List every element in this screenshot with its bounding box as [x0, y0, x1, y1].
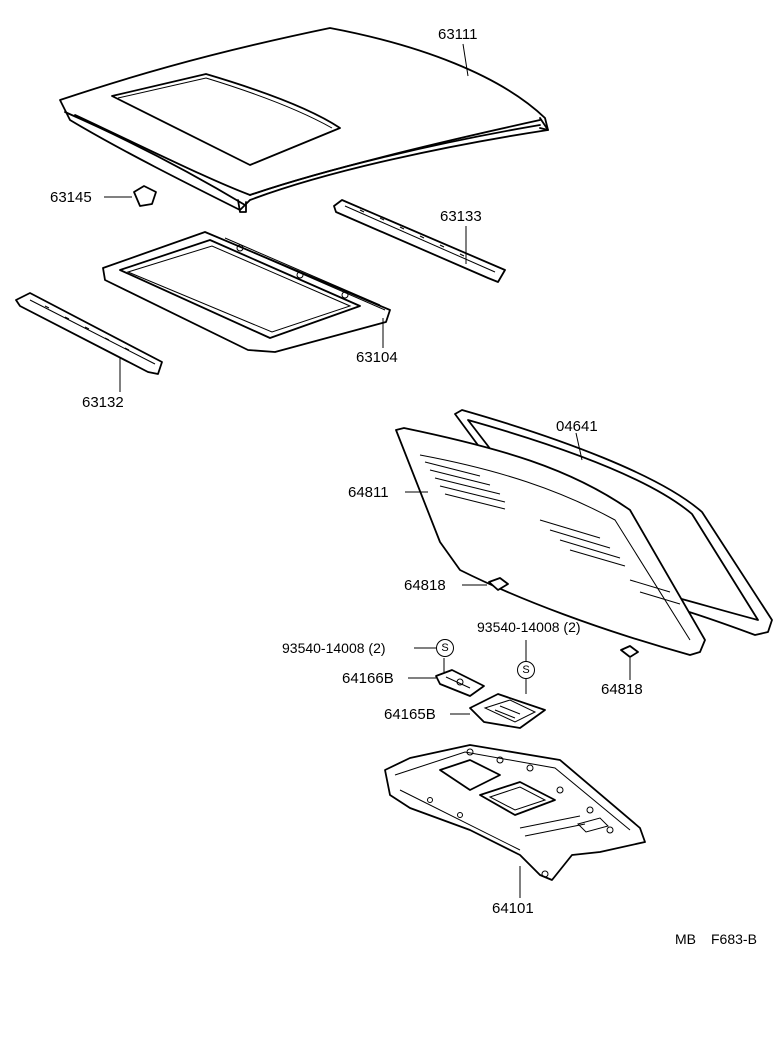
label-spacer-lower: 64818 — [601, 681, 643, 698]
label-bracket-b: 64166B — [342, 670, 394, 687]
label-screw-right: 93540-14008 (2) — [477, 619, 581, 635]
screw-s-icon-left: S — [436, 639, 454, 657]
package-tray-drawing — [384, 744, 646, 881]
label-roof-panel: 63111 — [438, 26, 478, 43]
label-screw-left: 93540-14008 (2) — [282, 640, 386, 656]
roof-rail-front-drawing — [15, 292, 163, 375]
label-roof-rail-front: 63132 — [82, 394, 124, 411]
diagram-code-right: F683-B — [711, 931, 757, 947]
roof-bracket-drawing — [133, 185, 157, 207]
label-roof-bracket: 63145 — [50, 189, 92, 206]
sunroof-frame-drawing — [102, 231, 391, 353]
spacer-upper-drawing — [488, 577, 509, 591]
label-back-window-glass: 64811 — [348, 484, 389, 501]
label-spacer-upper: 64818 — [404, 577, 446, 594]
bracket-a-drawing — [469, 693, 546, 729]
label-roof-rail-rear: 63133 — [440, 208, 482, 225]
screw-s-icon-right: S — [517, 661, 535, 679]
back-window-glass-drawing — [395, 427, 706, 656]
roof-rail-rear-drawing — [333, 199, 506, 283]
label-bracket-a: 64165B — [384, 706, 436, 723]
diagram-code-left: MB — [675, 931, 696, 947]
label-sunroof-reinforcement: 63104 — [356, 349, 398, 366]
label-package-tray: 64101 — [492, 900, 534, 917]
roof-panel-drawing — [59, 27, 549, 213]
label-weatherstrip: 04641 — [556, 418, 598, 435]
bracket-b-drawing — [435, 669, 485, 697]
spacer-lower-drawing — [620, 645, 639, 658]
